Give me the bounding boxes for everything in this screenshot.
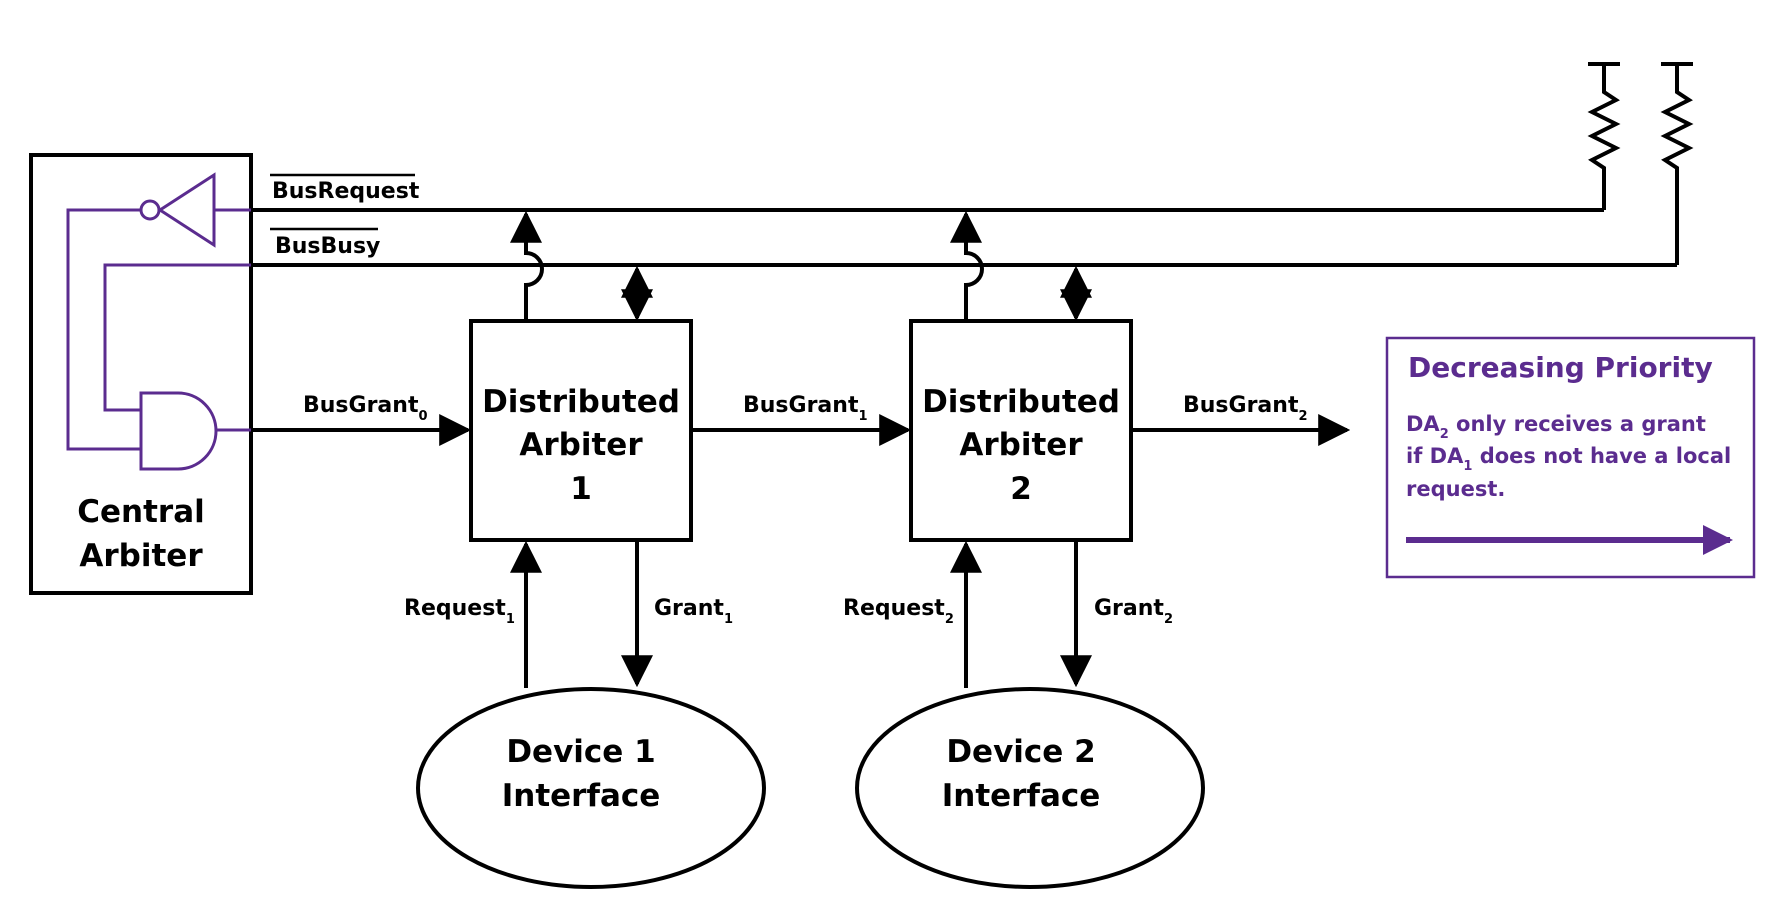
pullup-resistor-2-icon (1660, 64, 1694, 265)
device-2-connections (950, 540, 1092, 688)
priority-note-line-3: request. (1406, 477, 1505, 501)
arbiter-1-label-2: Arbiter (519, 427, 643, 463)
request-2-label: Request2 (843, 596, 954, 627)
central-arbiter-logic (66, 172, 251, 471)
grant-1-label: Grant1 (654, 596, 733, 627)
central-arbiter-label-1: Central (77, 494, 205, 530)
grant-2-label: Grant2 (1094, 596, 1173, 627)
priority-note-line-1: DA2 only receives a grant (1406, 412, 1706, 442)
arbiter-2-bus-connections (950, 210, 1092, 322)
priority-note-line-2: if DA1 does not have a local (1406, 444, 1731, 474)
bus-grant-0-label: BusGrant0 (303, 393, 428, 424)
device-2-interface: Device 2 Interface (855, 687, 1205, 889)
device-1-interface: Device 1 Interface (416, 687, 766, 889)
central-arbiter: Central Arbiter (29, 153, 253, 595)
bus-grant-labels: BusGrant0 BusGrant1 BusGrant2 (303, 393, 1308, 424)
arbiter-2-label-1: Distributed (922, 384, 1120, 420)
arbiter-1-label-1: Distributed (482, 384, 680, 420)
and-gate-icon (139, 391, 218, 471)
arbiter-1-label-3: 1 (570, 471, 592, 507)
priority-note-box: Decreasing Priority DA2 only receives a … (1385, 336, 1756, 579)
arbiter-1-bus-connections (510, 210, 653, 322)
distributed-arbiter-1: Distributed Arbiter 1 (469, 319, 693, 542)
request-1-label: Request1 (404, 596, 515, 627)
inverter-bubble-icon (139, 199, 161, 221)
device-2-label-2: Interface (942, 778, 1101, 814)
distributed-arbiter-2: Distributed Arbiter 2 (909, 319, 1133, 542)
device-1-connections (510, 540, 653, 688)
device-1-label-2: Interface (502, 778, 661, 814)
bus-grant-1-label: BusGrant1 (743, 393, 868, 424)
bus-labels: BusRequest BusBusy (270, 173, 420, 259)
arbiter-2-label-2: Arbiter (959, 427, 1083, 463)
device-1-label-1: Device 1 (506, 734, 655, 770)
arbiter-2-label-3: 2 (1010, 471, 1032, 507)
bus-request-label: BusRequest (272, 179, 420, 204)
inverter-gate-icon (157, 172, 216, 248)
central-arbiter-label-2: Arbiter (79, 538, 203, 574)
bus-lines (251, 62, 1694, 267)
bus-grant-2-label: BusGrant2 (1183, 393, 1308, 424)
device-2-label-1: Device 2 (946, 734, 1095, 770)
bus-busy-label: BusBusy (275, 234, 380, 259)
priority-title: Decreasing Priority (1408, 351, 1713, 384)
pullup-resistor-1-icon (1587, 64, 1621, 210)
